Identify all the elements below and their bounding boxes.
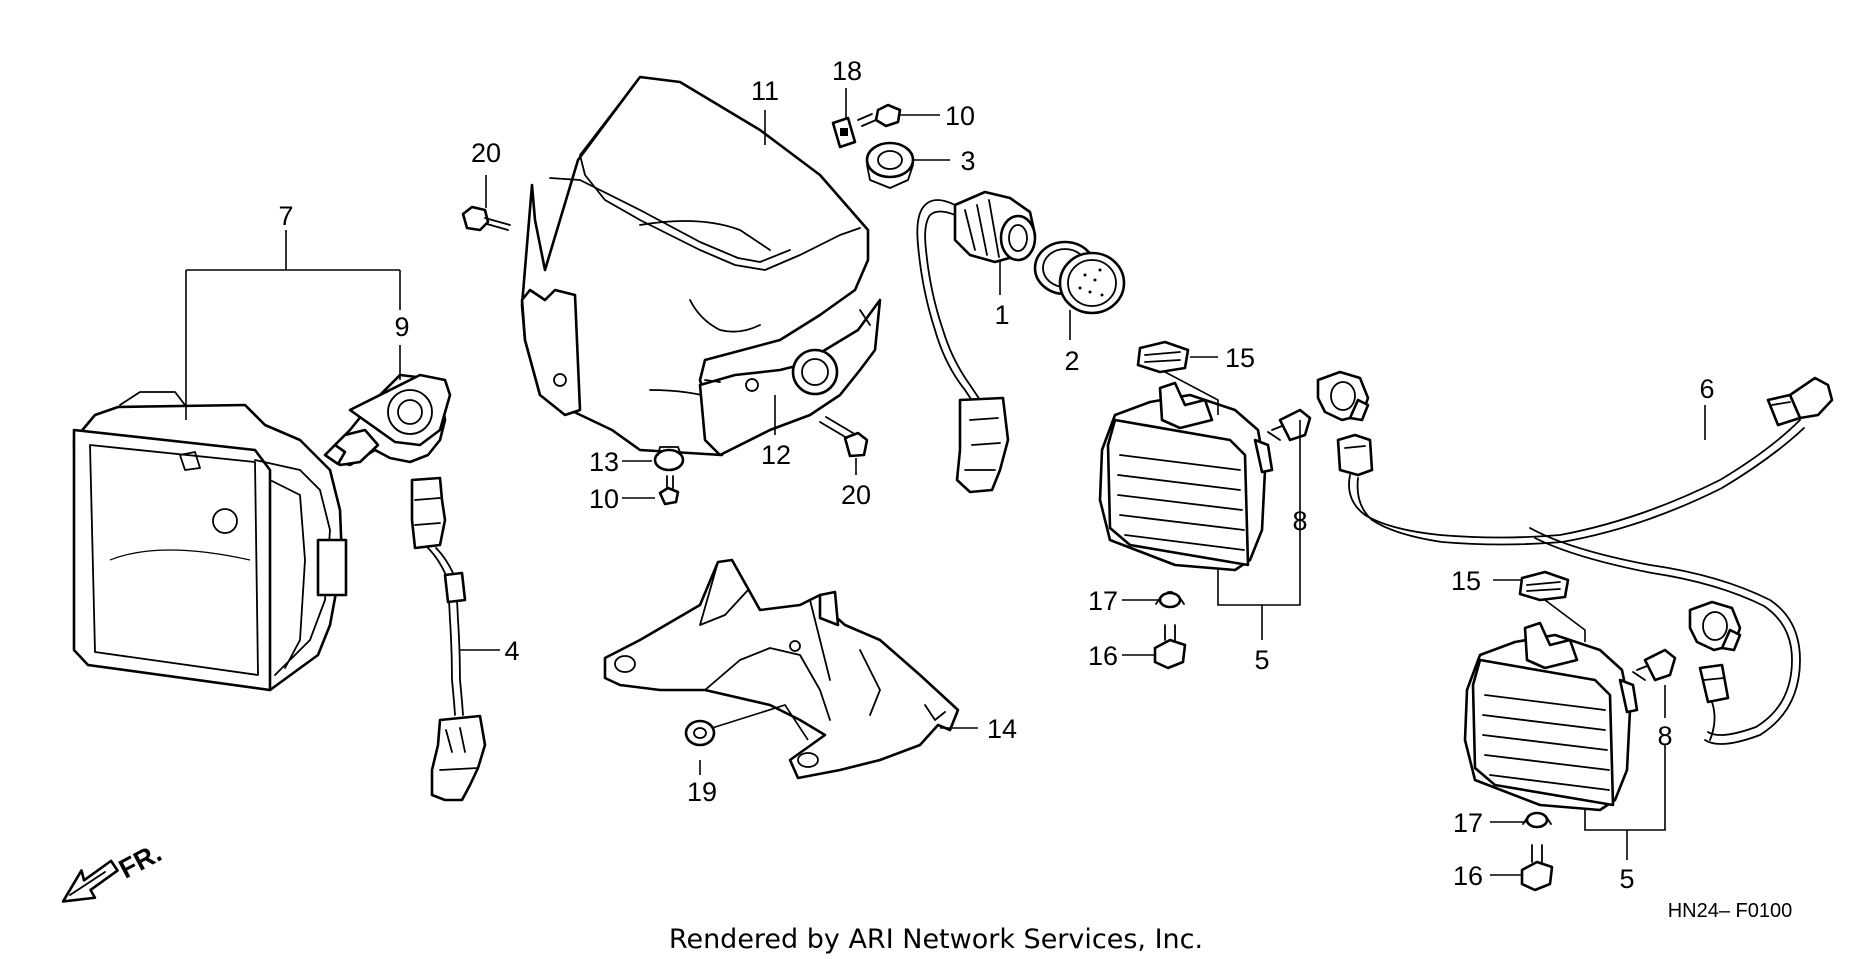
callout-19: 19 (687, 777, 717, 807)
callout-2: 2 (1064, 346, 1079, 376)
callout-17-upper: 17 (1088, 586, 1118, 616)
bolt-10-top (857, 103, 902, 128)
callout-18: 18 (832, 56, 862, 86)
callout-5-lower: 5 (1619, 864, 1634, 894)
callout-11: 11 (751, 76, 779, 106)
nut-13 (653, 446, 685, 472)
connector-lower (1698, 663, 1730, 741)
washer-17-upper (1155, 591, 1185, 609)
bolt-16-lower (1520, 844, 1554, 892)
callout-17-lower: 17 (1453, 808, 1483, 838)
bulb-8-upper (1267, 408, 1312, 442)
socket-cap (1033, 240, 1126, 315)
callout-16-lower: 16 (1453, 861, 1483, 891)
bolt-20-left (461, 205, 511, 232)
callout-7: 7 (278, 201, 293, 231)
bolt-20-right (819, 416, 869, 458)
callout-6: 6 (1699, 374, 1714, 404)
bulb-socket-lower (1688, 600, 1742, 652)
leader-lines (185, 88, 1706, 876)
callout-labels: 7 9 4 20 11 18 10 3 1 2 12 13 10 20 19 1… (278, 56, 1714, 894)
callout-10-top: 10 (945, 101, 975, 131)
callout-4: 4 (504, 636, 519, 666)
front-arrow-icon: FR. (61, 838, 166, 903)
callout-15-upper: 15 (1225, 343, 1255, 373)
pad-15-lower (1518, 570, 1570, 602)
callout-10-bottom: 10 (589, 484, 619, 514)
headlight-case (520, 75, 882, 457)
socket-connector (955, 396, 1010, 494)
callout-1: 1 (994, 300, 1009, 330)
bolt-10-bottom (658, 475, 680, 506)
callout-3: 3 (960, 146, 975, 176)
callout-8-upper: 8 (1292, 506, 1307, 536)
pad-15-upper (1136, 340, 1190, 374)
callout-8-lower: 8 (1657, 721, 1672, 751)
headlight-bulb (323, 373, 452, 467)
nut-3 (865, 141, 915, 189)
diagram-code: HN24– F0100 (1668, 900, 1793, 922)
callout-14: 14 (987, 714, 1017, 744)
callout-13: 13 (589, 447, 619, 477)
bolt-16-upper (1153, 624, 1187, 670)
work-light-harness (1336, 376, 1834, 745)
accessory-socket (916, 190, 1037, 406)
headlight-bracket (603, 558, 960, 780)
headlight-unit (72, 391, 348, 692)
callout-5-upper: 5 (1254, 645, 1269, 675)
callout-15-lower: 15 (1451, 566, 1481, 596)
callout-20-left: 20 (471, 138, 501, 168)
callout-16-upper: 16 (1088, 641, 1118, 671)
grommet-18 (831, 116, 857, 149)
render-credit: Rendered by ARI Network Services, Inc. (669, 924, 1203, 955)
callout-12: 12 (761, 440, 791, 470)
bulb-8-lower (1632, 648, 1677, 682)
work-light-lower (1463, 621, 1639, 812)
work-light-upper (1098, 381, 1274, 572)
nut-19 (684, 719, 716, 747)
bulb-socket-upper (1316, 370, 1370, 422)
headlight-harness (410, 476, 487, 802)
washer-17-lower (1522, 811, 1552, 829)
callout-9: 9 (394, 312, 409, 342)
front-arrow-label: FR. (114, 838, 166, 885)
callout-20-right: 20 (841, 480, 871, 510)
